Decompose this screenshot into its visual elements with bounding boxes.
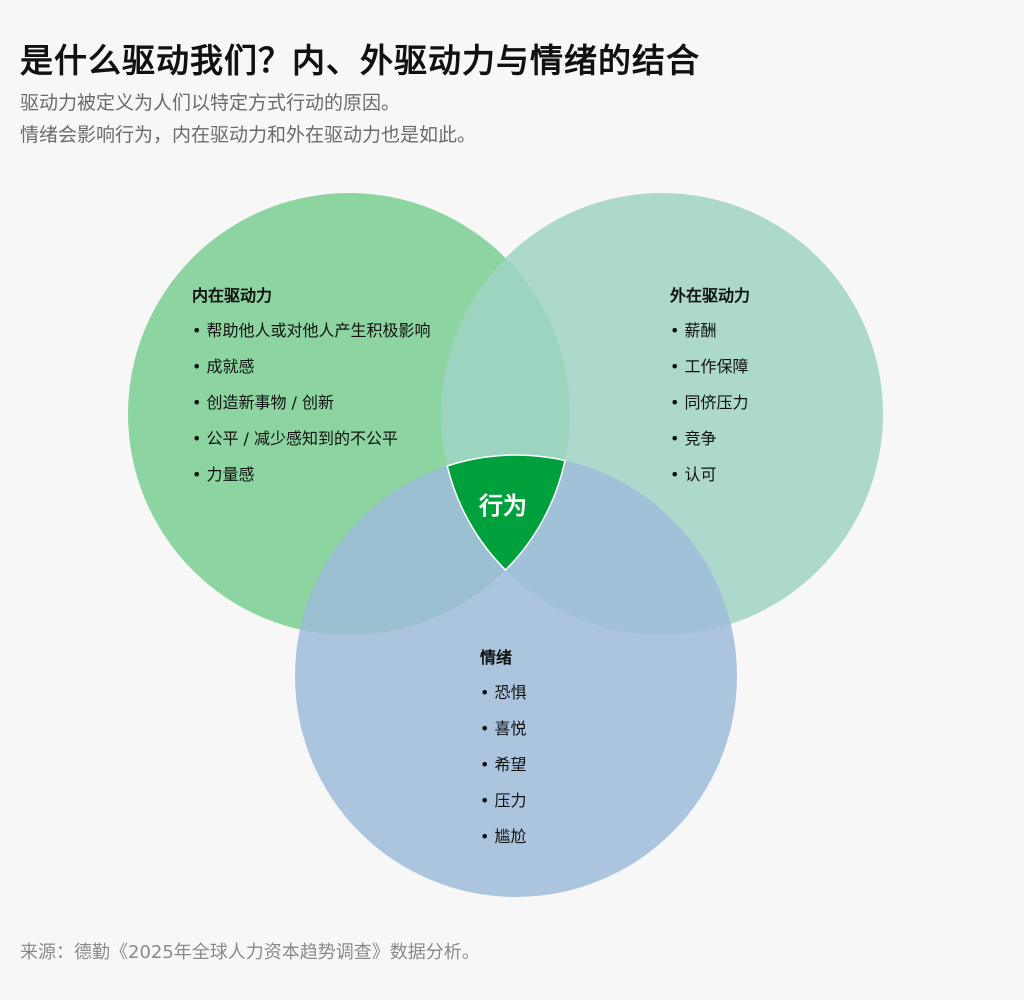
list-item: 薪酬 (670, 320, 750, 356)
list-item: 同侪压力 (670, 392, 750, 428)
extrinsic-list: 薪酬 工作保障 同侪压力 竞争 认可 (670, 320, 750, 500)
behavior-region (446, 454, 566, 572)
list-item: 帮助他人或对他人产生积极影响 (192, 320, 430, 356)
emotion-group: 情绪 恐惧 喜悦 希望 压力 尴尬 (480, 644, 526, 862)
extrinsic-group: 外在驱动力 薪酬 工作保障 同侪压力 竞争 认可 (670, 282, 750, 500)
intrinsic-group: 内在驱动力 帮助他人或对他人产生积极影响 成就感 创造新事物 / 创新 公平 /… (192, 282, 430, 500)
emotion-circle (295, 455, 737, 897)
list-item: 公平 / 减少感知到的不公平 (192, 428, 430, 464)
list-item: 力量感 (192, 464, 430, 500)
emotion-title: 情绪 (480, 648, 513, 667)
list-item: 认可 (670, 464, 750, 500)
list-item: 恐惧 (480, 682, 526, 718)
list-item: 竞争 (670, 428, 750, 464)
list-item: 创造新事物 / 创新 (192, 392, 430, 428)
intrinsic-list: 帮助他人或对他人产生积极影响 成就感 创造新事物 / 创新 公平 / 减少感知到… (192, 320, 430, 500)
extrinsic-title: 外在驱动力 (670, 286, 751, 305)
behavior-label: 行为 (478, 492, 527, 520)
list-item: 成就感 (192, 356, 430, 392)
subtitle-line-2: 情绪会影响行为，内在驱动力和外在驱动力也是如此。 (20, 124, 477, 146)
list-item: 尴尬 (480, 826, 526, 862)
intrinsic-title: 内在驱动力 (192, 286, 273, 305)
source-note: 来源：德勤《2025年全球人力资本趋势调查》数据分析。 (20, 942, 480, 963)
subtitle-line-1: 驱动力被定义为人们以特定方式行动的原因。 (20, 92, 401, 114)
page-title: 是什么驱动我们？内、外驱动力与情绪的结合 (20, 41, 700, 80)
list-item: 喜悦 (480, 718, 526, 754)
emotion-list: 恐惧 喜悦 希望 压力 尴尬 (480, 682, 526, 862)
list-item: 工作保障 (670, 356, 750, 392)
list-item: 希望 (480, 754, 526, 790)
list-item: 压力 (480, 790, 526, 826)
